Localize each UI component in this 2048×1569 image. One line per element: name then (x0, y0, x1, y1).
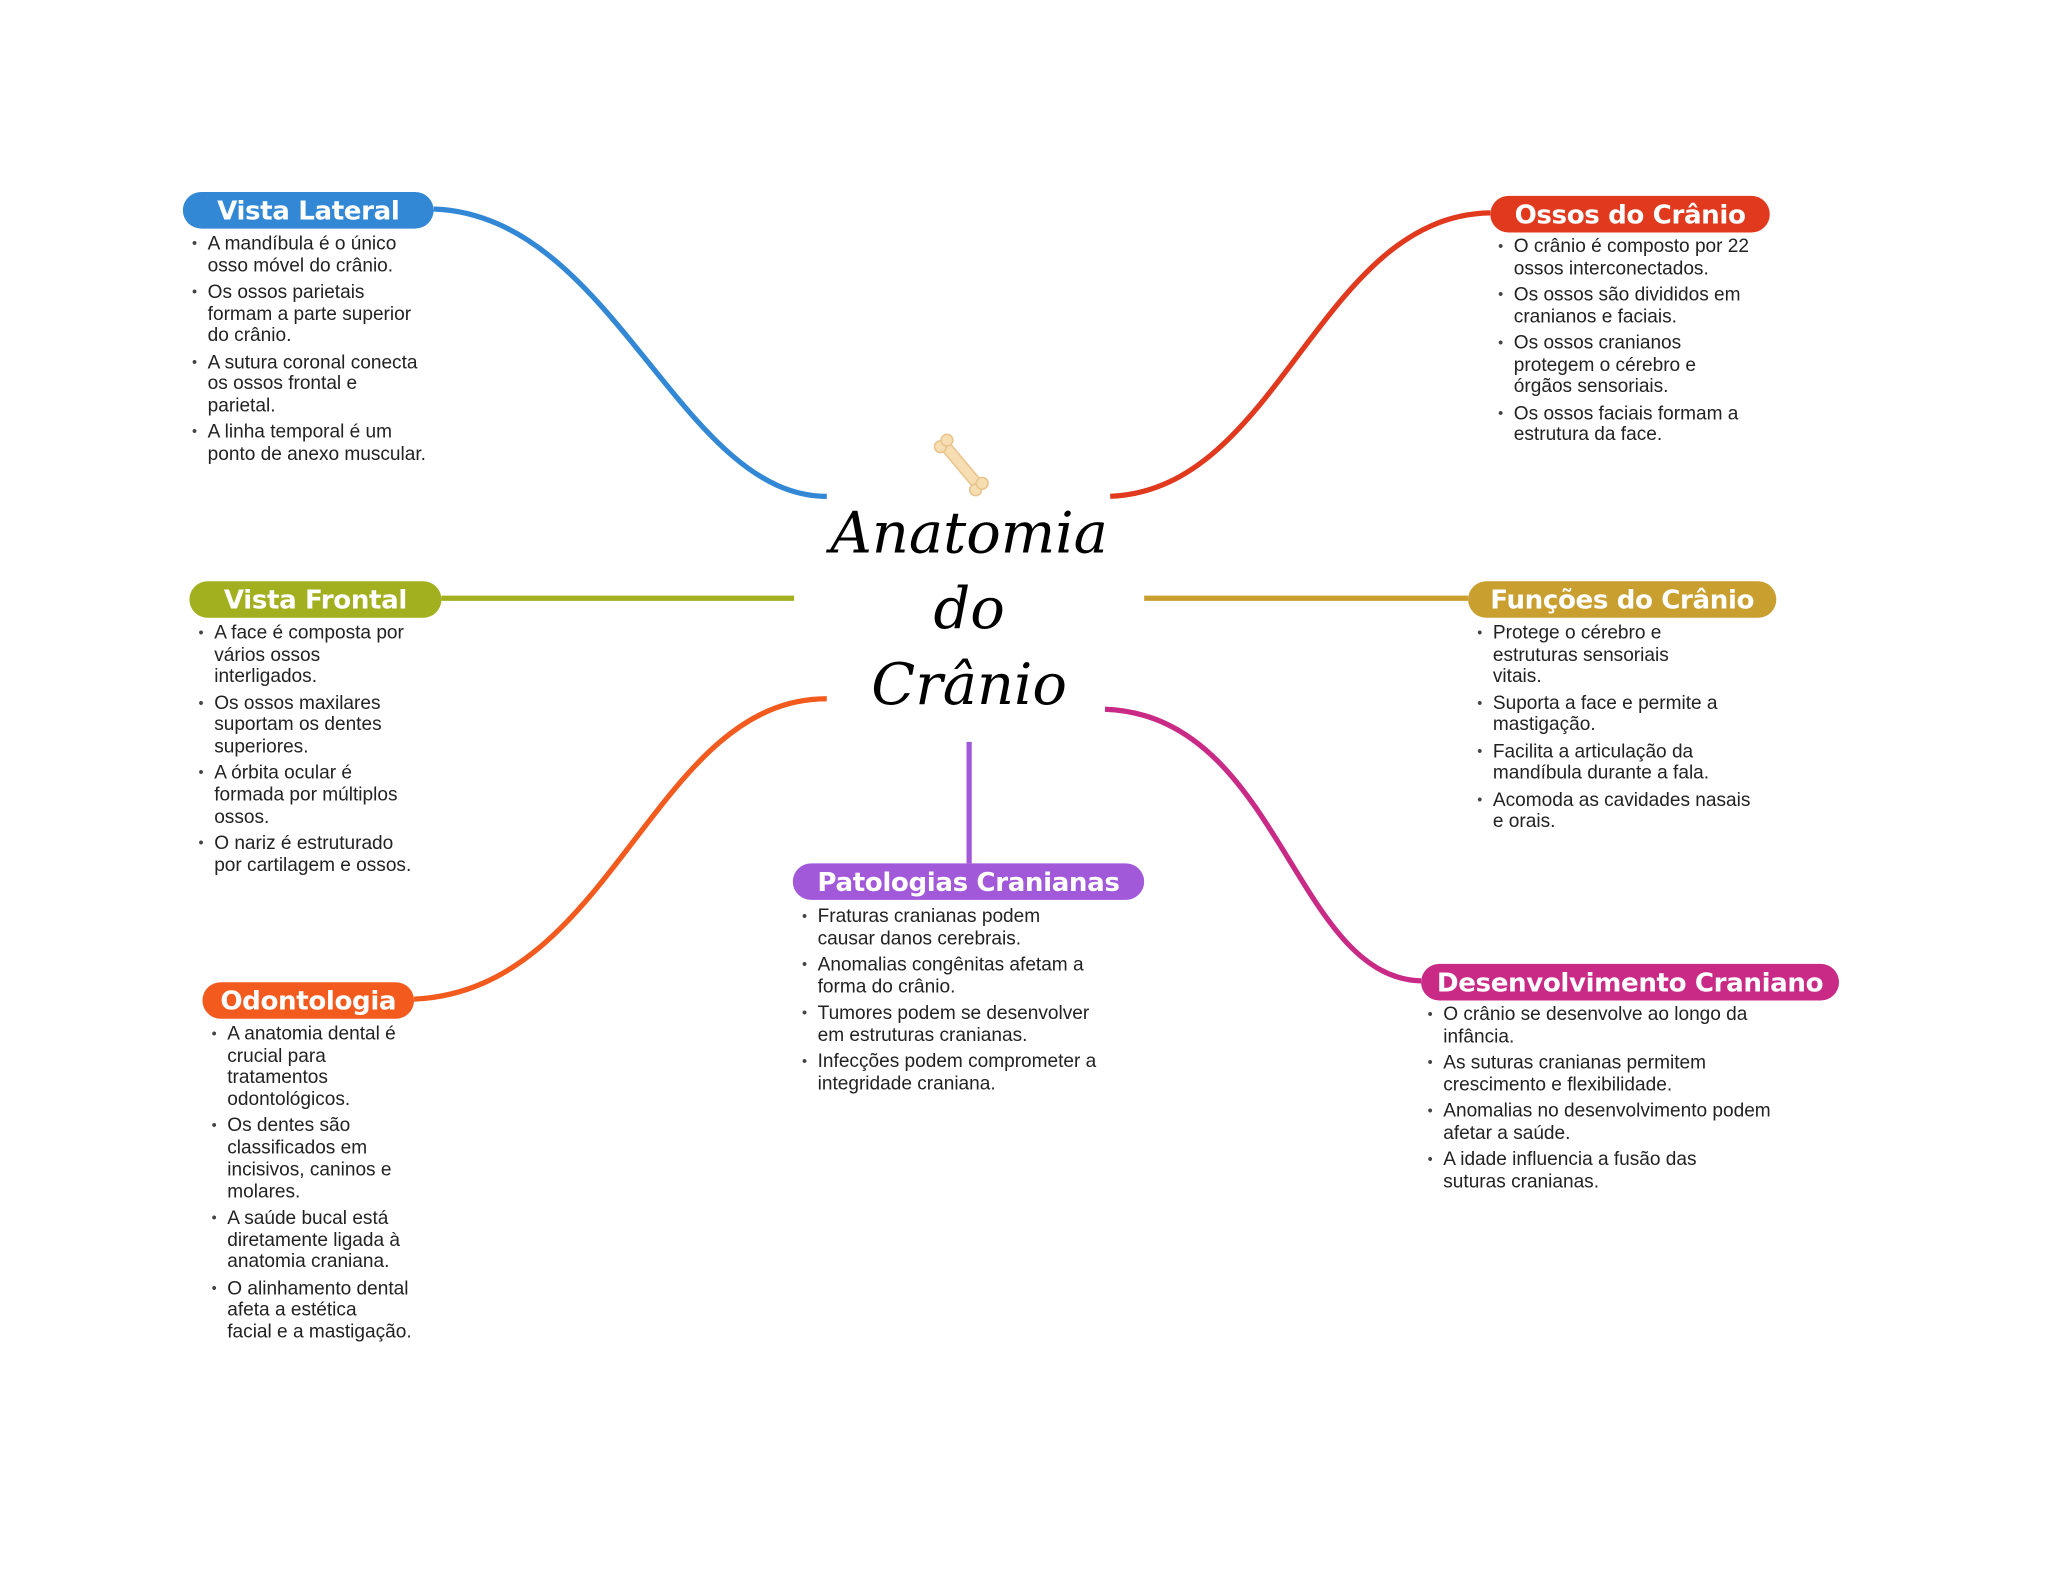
bone-icon (930, 433, 993, 497)
title-line: Anatomia (830, 500, 1108, 567)
note-item: Protege o cérebro e estruturas sensoriai… (1477, 623, 1750, 688)
note-item: O crânio é composto por 22 ossos interco… (1498, 236, 1749, 280)
note-item: A face é composta por vários ossos inter… (199, 623, 412, 688)
note-item: O alinhamento dental afeta a estética fa… (212, 1278, 412, 1343)
note-item: Fraturas cranianas podem causar danos ce… (802, 906, 1096, 950)
topic-vista-lateral[interactable]: Vista Lateral (182, 191, 434, 229)
title-line: Crânio (871, 651, 1067, 719)
note-item: A mandíbula é o único osso móvel do crân… (192, 234, 426, 278)
note-item: Os dentes são classificados em incisivos… (212, 1116, 412, 1203)
central-topic[interactable]: Anatomia do Crânio (784, 496, 1155, 723)
connector-ossos (1110, 210, 1491, 499)
note-item: A sutura coronal conecta os ossos fronta… (192, 352, 426, 417)
note-item: Acomoda as cavidades nasais e orais. (1477, 790, 1750, 834)
connector-desenvolvimento (1104, 706, 1422, 984)
note-item: Os ossos são divididos em cranianos e fa… (1498, 285, 1749, 329)
topic-vista-frontal[interactable]: Vista Frontal (189, 581, 442, 618)
note-item: A idade influencia a fusão das suturas c… (1428, 1149, 1771, 1193)
title-line: do (933, 575, 1005, 643)
note-item: Os ossos faciais formam a estrutura da f… (1498, 403, 1749, 447)
topic-funcoes-do-cranio[interactable]: Funções do Crânio (1468, 581, 1777, 618)
connector-vista-lateral (433, 206, 827, 499)
topic-ossos-do-cranio[interactable]: Ossos do Crânio (1490, 195, 1770, 233)
note-item: Os ossos maxilares suportam os dentes su… (199, 693, 412, 758)
note-item: Anomalias no desenvolvimento podem afeta… (1428, 1101, 1771, 1145)
note-item: Tumores podem se desenvolver em estrutur… (802, 1003, 1096, 1047)
note-item: A saúde bucal está diretamente ligada à … (212, 1208, 412, 1273)
ossos-notes: O crânio é composto por 22 ossos interco… (1498, 236, 1749, 451)
note-item: A anatomia dental é crucial para tratame… (212, 1024, 412, 1111)
note-item: As suturas cranianas permitem cresciment… (1428, 1053, 1771, 1097)
note-item: A órbita ocular é formada por múltiplos … (199, 763, 412, 828)
topic-desenvolvimento-craniano[interactable]: Desenvolvimento Craniano (1421, 963, 1840, 1001)
note-item: Suporta a face e permite a mastigação. (1477, 693, 1750, 737)
vista-lateral-notes: A mandíbula é o único osso móvel do crân… (192, 234, 426, 471)
note-item: Os ossos parietais formam a parte superi… (192, 282, 426, 347)
desenvolvimento-notes: O crânio se desenvolve ao longo da infân… (1428, 1004, 1771, 1197)
note-item: Os ossos cranianos protegem o cérebro e … (1498, 333, 1749, 398)
note-item: O crânio se desenvolve ao longo da infân… (1428, 1004, 1771, 1048)
topic-odontologia[interactable]: Odontologia (202, 982, 415, 1019)
funcoes-notes: Protege o cérebro e estruturas sensoriai… (1477, 623, 1750, 838)
note-item: Facilita a articulação da mandíbula dura… (1477, 741, 1750, 785)
note-item: O nariz é estruturado por cartilagem e o… (199, 833, 412, 877)
patologias-notes: Fraturas cranianas podem causar danos ce… (802, 906, 1096, 1099)
note-item: A linha temporal é um ponto de anexo mus… (192, 422, 426, 466)
odontologia-notes: A anatomia dental é crucial para tratame… (212, 1024, 412, 1348)
vista-frontal-notes: A face é composta por vários ossos inter… (199, 623, 412, 882)
note-item: Infecções podem comprometer a integridad… (802, 1051, 1096, 1095)
connector-odontologia (413, 696, 827, 1002)
note-item: Anomalias congênitas afetam a forma do c… (802, 955, 1096, 999)
topic-patologias-cranianas[interactable]: Patologias Cranianas (792, 863, 1145, 900)
